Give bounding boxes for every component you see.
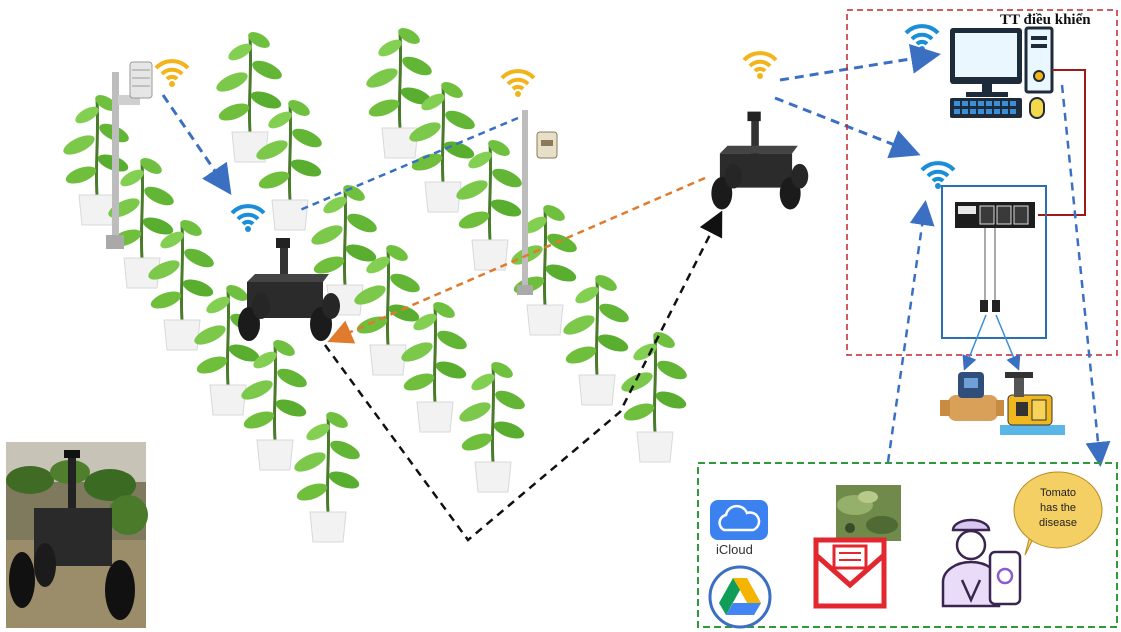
valve-icon: [940, 372, 1004, 421]
pump-icon: [1000, 372, 1065, 435]
notification-box: [697, 462, 1118, 628]
computer-to-notify-link: [1060, 84, 1111, 467]
wifi-signal-icon: [230, 204, 266, 234]
plc-box: [941, 185, 1047, 339]
icloud-icon: [710, 500, 768, 540]
computer-icon: [950, 26, 1054, 119]
mail-icon: [813, 537, 887, 609]
wifi-signal-icon: [904, 24, 940, 54]
bubble-line-1: Tomato: [1039, 487, 1077, 499]
icloud-label: iCloud: [716, 542, 753, 557]
google-drive-icon: [708, 565, 772, 629]
bubble-line-2: has the: [1039, 502, 1077, 514]
wifi-signal-icon: [500, 69, 536, 99]
leaf-photo: [836, 485, 901, 541]
sensor-to-robot-link: [299, 116, 519, 212]
relay-to-valve-link: [962, 314, 987, 371]
farmer-phone-icon: [941, 518, 1022, 608]
control-wire: [1038, 69, 1086, 216]
control-center-title: TT điều khiển: [1000, 12, 1091, 28]
robot-photo: [6, 442, 148, 628]
robot-icon: [711, 111, 809, 210]
robot-travel-path: [323, 210, 723, 542]
robot-to-computer-link: [779, 44, 941, 82]
robot-to-plc-link: [774, 96, 921, 159]
sensor-to-robot-link: [161, 94, 232, 195]
relay-to-pump-link: [995, 314, 1021, 371]
sensor-station-icon: [106, 61, 153, 249]
sensor-station-icon: [517, 110, 558, 295]
control-center-box: [846, 9, 1118, 356]
plc-controller-icon: [955, 202, 1035, 312]
tomato-plants-field: [59, 23, 691, 544]
wifi-signal-icon: [742, 51, 778, 81]
speech-bubble: [1013, 471, 1103, 556]
wifi-signal-icon: [154, 59, 190, 89]
robot-icon: [238, 238, 340, 341]
robot-to-robot-link: [327, 176, 706, 344]
bubble-line-3: disease: [1039, 517, 1077, 529]
notify-to-plc-link: [886, 200, 935, 463]
